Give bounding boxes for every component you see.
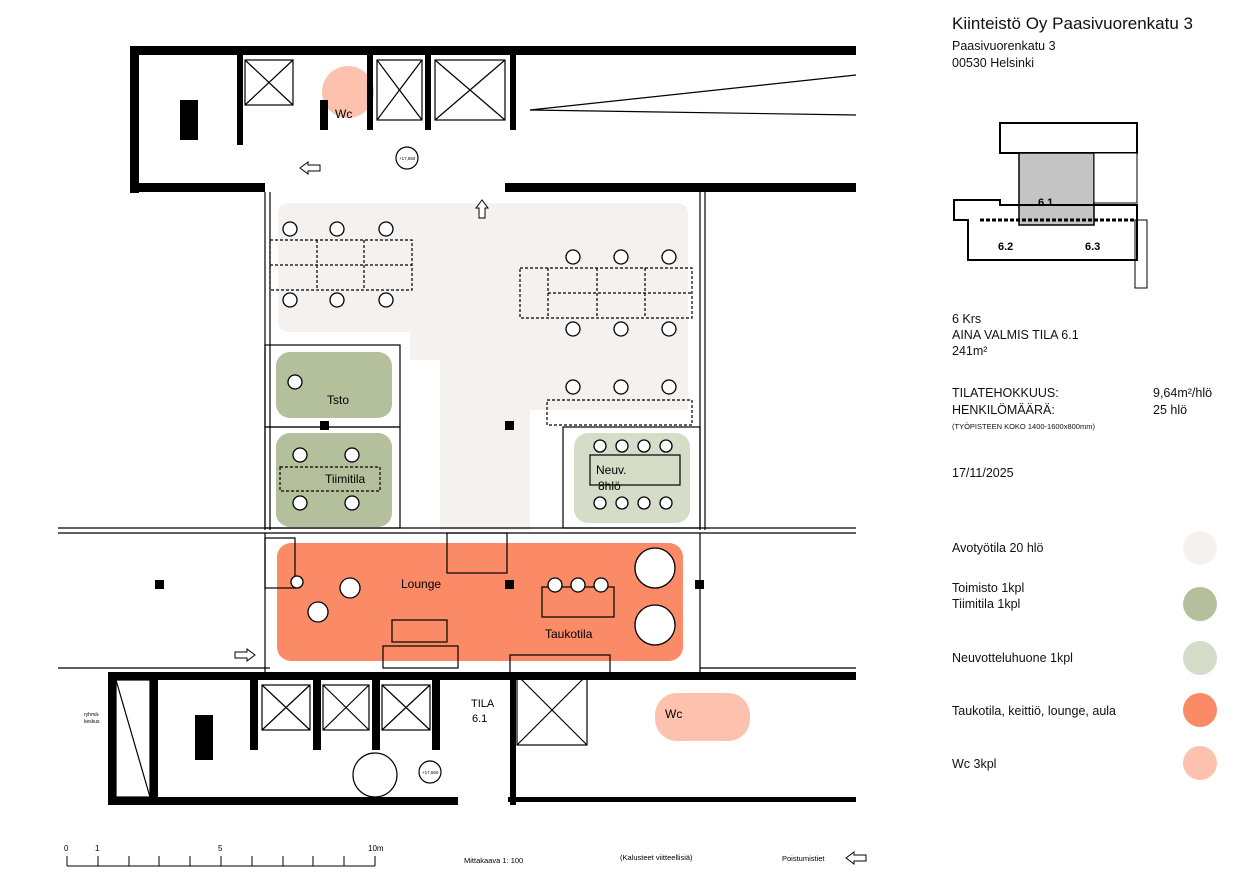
- zone-wc-bottom: [655, 693, 750, 741]
- street-address: Paasivuorenkatu 3: [952, 39, 1056, 53]
- efficiency-label: TILATEHOKKUUS:: [952, 386, 1059, 400]
- label-tila-number: 6.1: [472, 713, 487, 725]
- level-mark-top: +17,650: [399, 156, 416, 161]
- space-area: 241m²: [952, 344, 988, 358]
- label-ryhmakeskus: ryhmä-: [84, 712, 100, 718]
- legend-swatch-open-office: [1183, 531, 1217, 565]
- scale-tick-10: 10m: [368, 844, 384, 853]
- label-neuv: Neuv.: [596, 463, 626, 477]
- legend-label-open-office: Avotyötila 20 hlö: [952, 541, 1044, 555]
- key-plan: 6.1 6.2 6.3: [953, 122, 1148, 289]
- key-plan-label-6-2: 6.2: [998, 241, 1013, 253]
- walls: [108, 46, 856, 805]
- exit-arrow-icon: [475, 199, 489, 219]
- exit-arrow-icon: [299, 161, 321, 175]
- exit-legend-arrow-icon: [845, 851, 867, 865]
- label-neuv-size: 8hlö: [598, 479, 621, 493]
- key-plan-label-6-1: 6.1: [1038, 197, 1053, 209]
- legend-label-break-room: Taukotila, keittiö, lounge, aula: [952, 704, 1116, 718]
- persons-label: HENKILÖMÄÄRÄ:: [952, 403, 1055, 417]
- legend-label-meeting-room: Neuvotteluhuone 1kpl: [952, 651, 1073, 665]
- scale-tick-1: 1: [95, 844, 100, 853]
- legend-swatch-wc: [1183, 746, 1217, 780]
- label-tiimitila: Tiimitila: [325, 472, 366, 486]
- scale-tick-5: 5: [218, 844, 223, 853]
- space-name: AINA VALMIS TILA 6.1: [952, 328, 1079, 342]
- exits-label: Poistumistiet: [782, 854, 825, 863]
- legend-label-team-room: Tiimitila 1kpl: [952, 597, 1021, 611]
- label-lounge: Lounge: [401, 577, 441, 591]
- level-mark-bottom: +17,650: [422, 770, 439, 775]
- floor-plan: Tsto Tiimitila Neuv. 8hlö Lounge Taukoti…: [58, 46, 867, 867]
- label-ryhmakeskus-2: keskus: [84, 719, 100, 725]
- legend-swatch-office: [1183, 587, 1217, 621]
- scale-tick-0: 0: [64, 844, 69, 853]
- legend-label-office: Toimisto 1kpl: [952, 581, 1025, 595]
- date: 17/11/2025: [952, 466, 1014, 480]
- label-wc-top: Wc: [335, 107, 352, 121]
- legend-label-wc: Wc 3kpl: [952, 757, 997, 771]
- zone-tsto: [276, 352, 392, 418]
- floor-label: 6 Krs: [952, 312, 982, 326]
- scale-text: Mittakaava 1: 100: [464, 856, 523, 865]
- persons-value: 25 hlö: [1153, 403, 1188, 417]
- furniture-note: (Kalusteet viitteellisiä): [620, 853, 693, 862]
- thin-lines: [58, 59, 857, 798]
- label-wc-bottom: Wc: [665, 707, 682, 721]
- label-tila: TILA: [471, 698, 495, 710]
- scale-bar: [66, 856, 376, 867]
- legend-swatch-break-room: [1183, 693, 1217, 727]
- chairs: [282, 221, 677, 646]
- open-office-zone: [278, 203, 688, 530]
- property-title: Kiinteistö Oy Paasivuorenkatu 3: [952, 14, 1193, 33]
- key-plan-label-6-3: 6.3: [1085, 241, 1100, 253]
- zone-lounge: [277, 543, 683, 661]
- label-tsto: Tsto: [327, 393, 349, 407]
- efficiency-value: 9,64m²/hlö: [1153, 386, 1213, 400]
- city-address: 00530 Helsinki: [952, 56, 1034, 70]
- label-taukotila: Taukotila: [545, 627, 593, 641]
- legend-swatch-meeting-room: [1183, 641, 1217, 675]
- exit-arrow-icon: [234, 648, 256, 662]
- workstation-note: (TYÖPISTEEN KOKO 1400-1600x800mm): [952, 422, 1095, 431]
- zone-wc-top: [322, 66, 374, 118]
